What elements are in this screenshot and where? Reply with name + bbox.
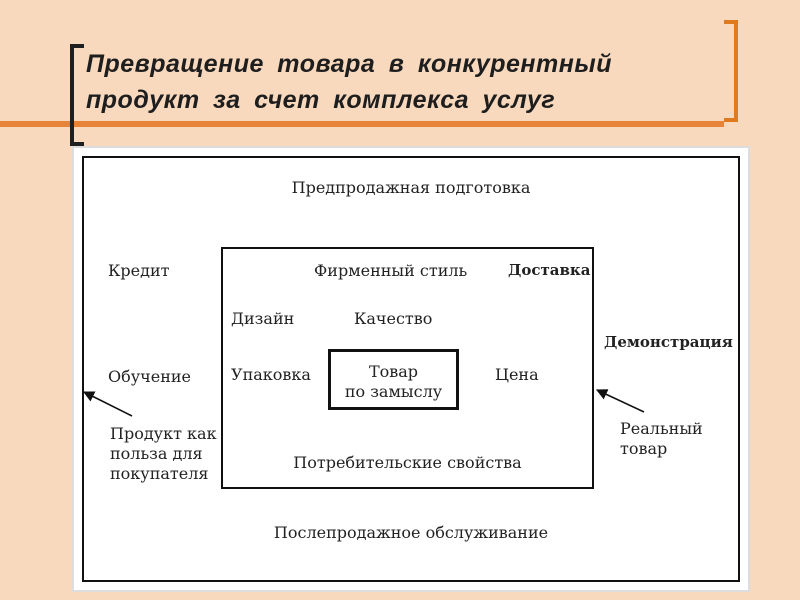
label-price: Цена: [495, 365, 539, 384]
label-demonstration: Демонстрация: [604, 333, 733, 351]
arrow-to-middle: [595, 389, 645, 413]
label-quality: Качество: [354, 309, 433, 328]
note-benefit-line3: покупателя: [110, 464, 209, 483]
diagram-canvas: [72, 146, 750, 592]
label-consumer-props: Потребительские свойства: [293, 453, 522, 472]
label-brand-style: Фирменный стиль: [314, 261, 468, 280]
label-presale: Предпродажная подготовка: [291, 178, 531, 197]
note-benefit-line2: польза для: [110, 444, 203, 463]
arrow-to-outer: [82, 391, 133, 417]
slide-title: Превращение товара в конкурентный продук…: [86, 50, 612, 114]
core-line1: Товар: [368, 362, 419, 381]
right-bracket: [724, 20, 738, 122]
outer-box: [82, 156, 740, 582]
label-aftersale: Послепродажное обслуживание: [273, 523, 549, 542]
label-credit: Кредит: [108, 261, 170, 280]
label-delivery: Доставка: [508, 261, 591, 279]
real-product-box: [221, 247, 594, 489]
left-bracket: [70, 44, 84, 146]
note-benefit-line1: Продукт как: [110, 424, 217, 443]
note-real-line2: товар: [620, 439, 668, 458]
label-packaging: Упаковка: [231, 365, 311, 384]
label-training: Обучение: [108, 367, 192, 386]
core-line2: по замыслу: [344, 382, 443, 401]
note-real-line1: Реальный: [620, 419, 703, 438]
core-product-box: [328, 349, 459, 410]
title-underline: [0, 121, 724, 127]
label-design: Дизайн: [231, 309, 295, 328]
